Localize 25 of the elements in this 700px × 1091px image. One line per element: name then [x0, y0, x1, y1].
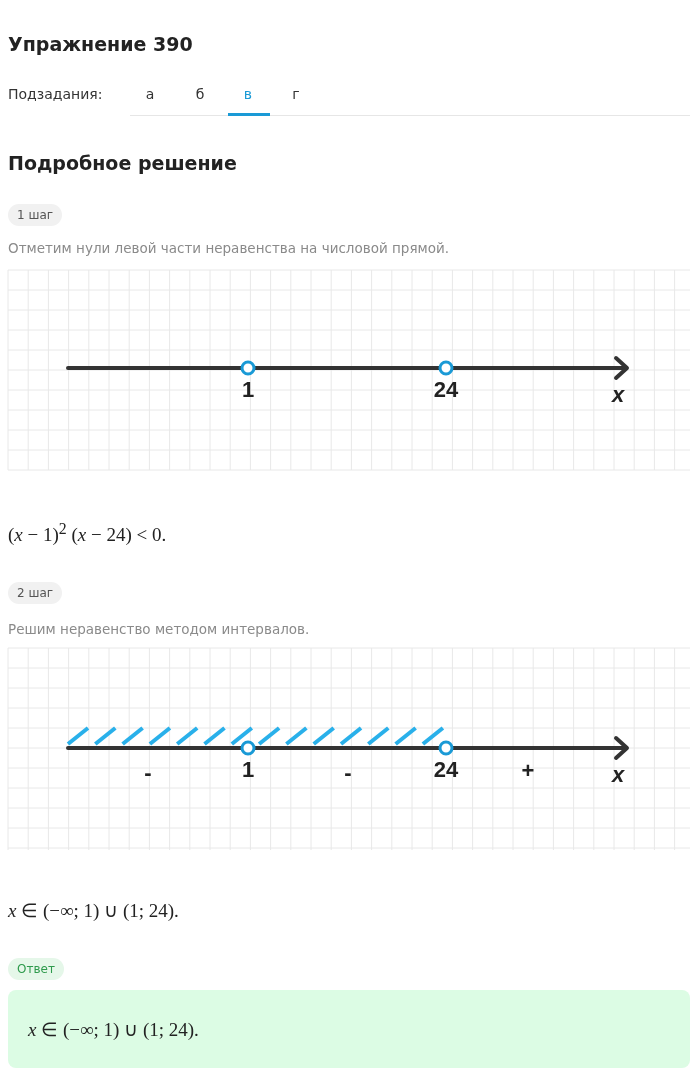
- section-heading: Подробное решение: [8, 152, 237, 174]
- axis-number: 1: [241, 757, 255, 783]
- inequality-formula: (x − 1)$^{2}$ (x − 24) < 0.: [8, 520, 167, 547]
- tab-text: г: [292, 86, 300, 102]
- answer-badge: Ответ: [8, 958, 64, 980]
- answer-panel: [8, 990, 690, 1068]
- tab-text: в: [243, 86, 253, 102]
- sign-label: -: [344, 760, 352, 786]
- axis-variable: x: [611, 382, 625, 408]
- solution-formula: x ∈ (−∞; 1) ∪ (1; 24).: [8, 899, 179, 922]
- step-description: Решим неравенство методом интервалов.: [8, 621, 310, 637]
- step-badge: 1 шаг: [8, 204, 63, 226]
- tab-text: а: [145, 86, 155, 102]
- axis-number: 24: [433, 377, 459, 403]
- step-description: Отметим нули левой части неравенства на числовой прямой.: [8, 240, 450, 256]
- sign-label: +: [521, 758, 535, 784]
- tab-text: б: [195, 86, 205, 102]
- axis-number: 24: [433, 757, 459, 783]
- sign-label: -: [144, 760, 152, 786]
- exercise-title: Упражнение 390: [8, 33, 193, 55]
- step-badge: 2 шаг: [8, 582, 63, 604]
- axis-variable: x: [611, 762, 625, 788]
- label-text: Подзадания:: [8, 86, 103, 102]
- axis-number: 1: [241, 377, 255, 403]
- answer-formula: x ∈ (−∞; 1) ∪ (1; 24).: [28, 1018, 199, 1041]
